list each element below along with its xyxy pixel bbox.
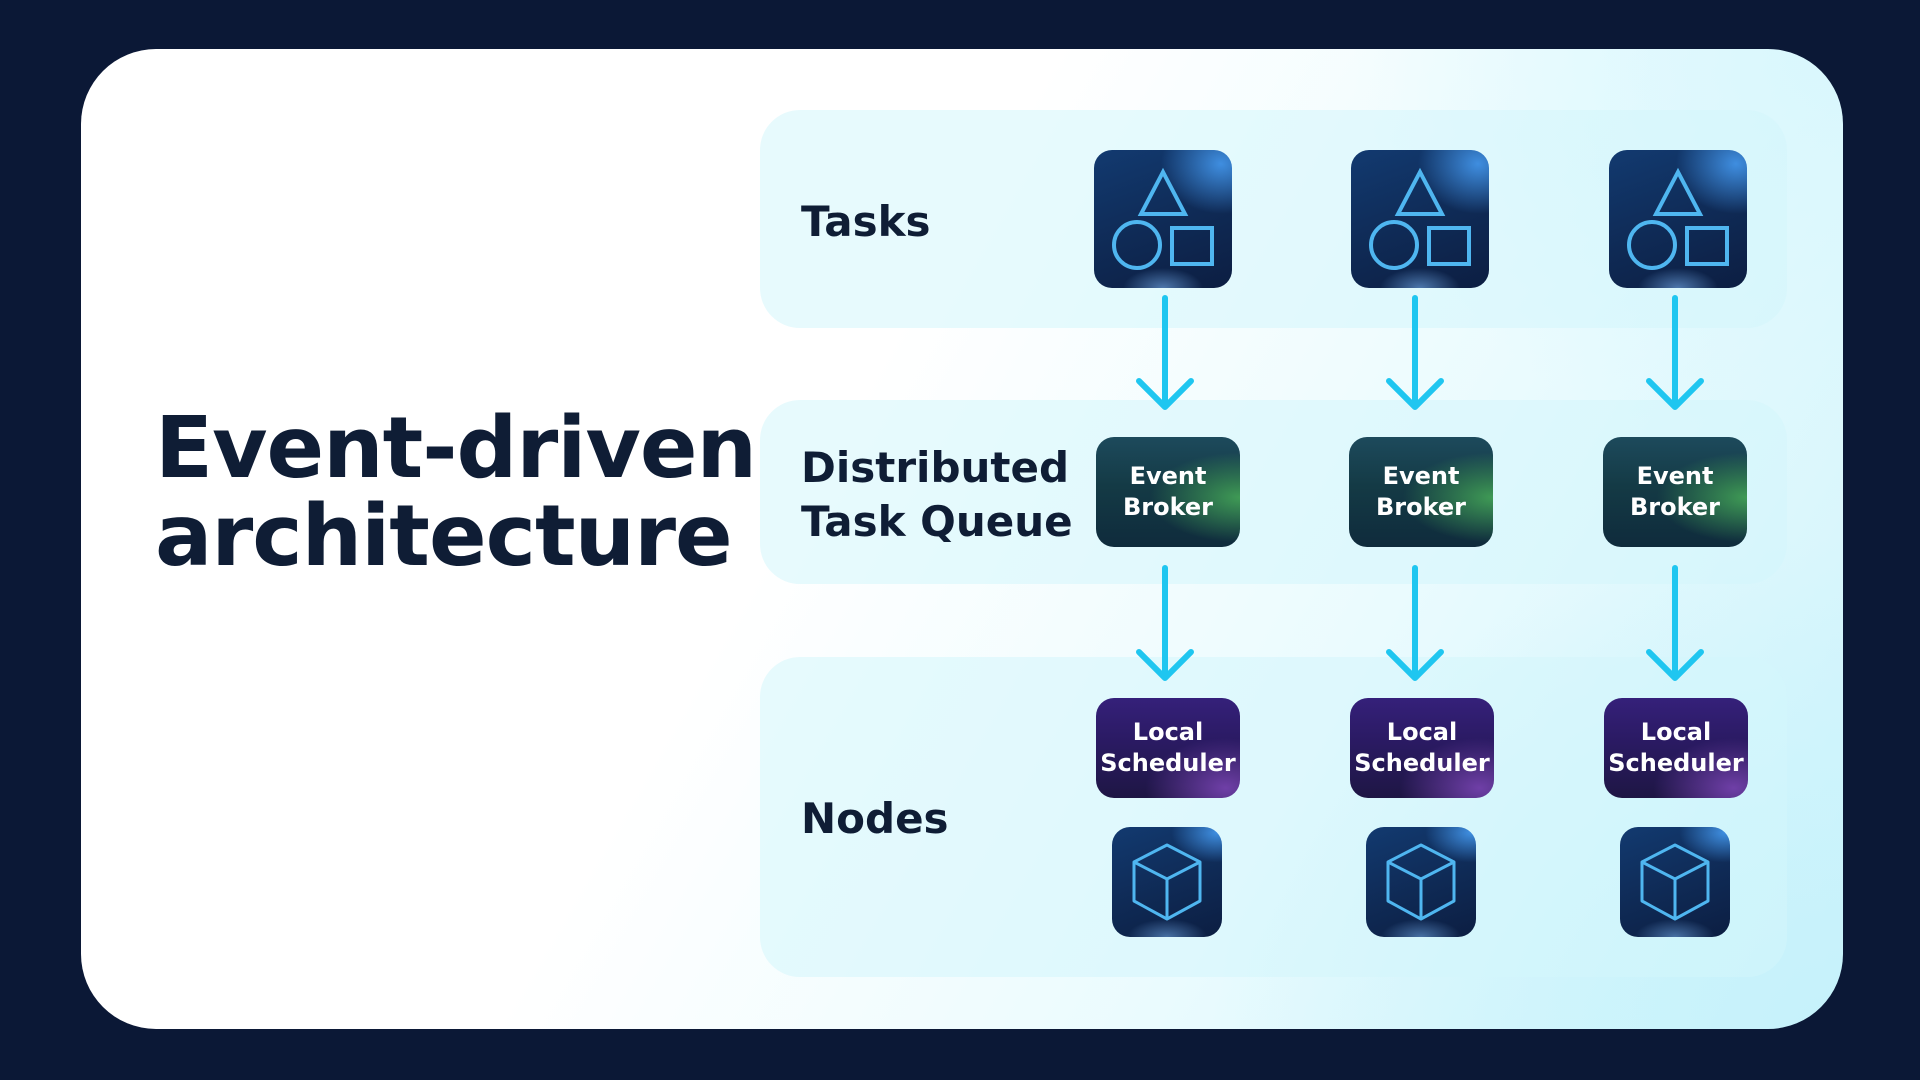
arrow-down-icon xyxy=(1386,565,1444,681)
title-line-2: architecture xyxy=(155,487,733,586)
broker-line-2: Broker xyxy=(1629,493,1721,521)
cube-icon xyxy=(1386,843,1456,921)
arrow-down-icon xyxy=(1136,565,1194,681)
broker-line-2: Broker xyxy=(1375,493,1467,521)
local-scheduler-2: Local Scheduler xyxy=(1350,698,1494,798)
shapes-icon xyxy=(1369,167,1471,270)
tasks-label: Tasks xyxy=(801,197,931,246)
nodes-label: Nodes xyxy=(801,794,949,843)
scheduler-line-2: Scheduler xyxy=(1100,749,1236,777)
node-tile-3 xyxy=(1620,827,1730,937)
arrow-down-icon xyxy=(1136,295,1194,410)
scheduler-line-1: Local xyxy=(1386,718,1458,746)
node-tile-2 xyxy=(1366,827,1476,937)
node-tile-1 xyxy=(1112,827,1222,937)
broker-line-1: Event xyxy=(1129,462,1207,490)
event-broker-3: Event Broker xyxy=(1603,437,1747,547)
local-scheduler-3: Local Scheduler xyxy=(1604,698,1748,798)
cube-icon xyxy=(1640,843,1710,921)
queue-label-line-1: Distributed xyxy=(801,443,1070,492)
queue-label-line-2: Task Queue xyxy=(801,497,1073,546)
event-broker-1: Event Broker xyxy=(1096,437,1240,547)
shapes-icon xyxy=(1627,167,1729,270)
scheduler-line-2: Scheduler xyxy=(1608,749,1744,777)
task-tile-2 xyxy=(1351,150,1489,288)
shapes-icon xyxy=(1112,167,1214,270)
scheduler-line-1: Local xyxy=(1132,718,1204,746)
broker-line-2: Broker xyxy=(1122,493,1214,521)
scheduler-line-1: Local xyxy=(1640,718,1712,746)
scheduler-line-2: Scheduler xyxy=(1354,749,1490,777)
event-broker-2: Event Broker xyxy=(1349,437,1493,547)
arrow-down-icon xyxy=(1386,295,1444,410)
local-scheduler-1: Local Scheduler xyxy=(1096,698,1240,798)
broker-line-1: Event xyxy=(1382,462,1460,490)
task-tile-3 xyxy=(1609,150,1747,288)
cube-icon xyxy=(1132,843,1202,921)
broker-line-1: Event xyxy=(1636,462,1714,490)
arrow-down-icon xyxy=(1646,295,1704,410)
queue-label: Distributed Task Queue xyxy=(801,441,1073,549)
title-line-1: Event-driven xyxy=(155,399,757,498)
diagram-title: Event-driven architecture xyxy=(155,399,757,586)
arrow-down-icon xyxy=(1646,565,1704,681)
task-tile-1 xyxy=(1094,150,1232,288)
